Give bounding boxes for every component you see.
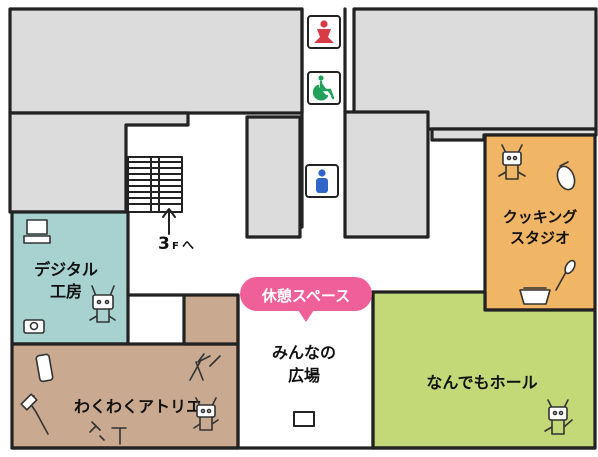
robot-mascot-icon <box>193 397 219 431</box>
camera-icon <box>23 319 45 334</box>
hammer-icon <box>111 427 127 445</box>
atelier-room <box>182 293 240 346</box>
pliers-icon <box>189 353 221 381</box>
accessible-restroom-icon <box>307 71 341 105</box>
women-restroom-icon <box>307 15 341 49</box>
cooking-label: クッキング <box>503 208 578 226</box>
computer-icon <box>23 219 51 244</box>
stairs-direction: へ <box>182 238 194 252</box>
plaza-box-icon <box>293 411 315 427</box>
all-purpose-hall-room <box>371 290 597 450</box>
brush-icon <box>20 393 49 435</box>
plaza-label: みんなの <box>272 343 336 362</box>
restroom-corridor-wall <box>300 7 347 229</box>
pot-icon <box>519 287 551 305</box>
plaza-label: 広場 <box>288 366 320 385</box>
restricted-area <box>245 115 302 239</box>
hall-label: なんでもホール <box>426 373 537 392</box>
phone-icon <box>35 353 54 383</box>
restricted-area <box>352 7 598 131</box>
nail-icon <box>89 421 105 441</box>
restricted-area <box>8 7 304 115</box>
up-arrow-icon <box>162 208 176 235</box>
stairs-floor-suffix: F <box>172 241 179 252</box>
whisk-icon <box>555 259 576 291</box>
rest-space-badge <box>240 277 372 322</box>
restricted-area <box>343 110 430 239</box>
robot-mascot-icon <box>89 285 116 323</box>
cooking-label: スタジオ <box>510 229 570 247</box>
stairs-floor-number: 3 <box>158 234 170 254</box>
restricted-area <box>8 111 190 214</box>
men-restroom-icon <box>305 164 339 198</box>
rest-space-label: 休憩スペース <box>261 287 350 305</box>
digital-lab-label: 工房 <box>50 282 82 301</box>
restricted-areas <box>8 7 598 239</box>
plaza-wall <box>236 290 375 450</box>
robot-mascot-icon <box>544 399 573 435</box>
atelier-label: わくわくアトリエ <box>74 397 202 416</box>
eggplant-icon <box>556 161 576 191</box>
digital-lab-label: デジタル <box>34 260 98 279</box>
staircase <box>127 156 183 213</box>
robot-mascot-icon <box>498 144 526 180</box>
